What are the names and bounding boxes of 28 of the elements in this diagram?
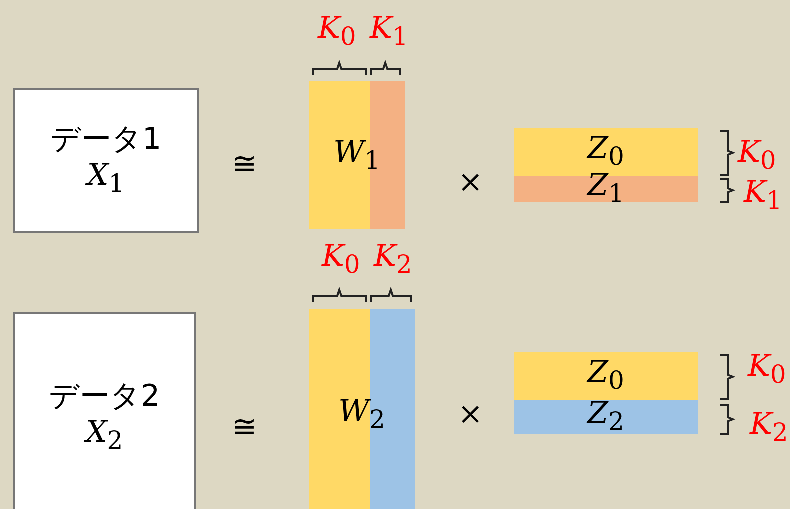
dimension-label: K$_{0}$ (748, 352, 786, 387)
matrix-block (309, 81, 405, 229)
matrix-symbol: W$_{2}$ (338, 394, 386, 434)
matrix-symbol: Z$_{0}$ (588, 359, 624, 393)
matrix-symbol: X$_{1}$ (87, 158, 125, 199)
dimension-label: K$_{1}$ (370, 14, 408, 49)
dimension-label: K$_{1}$ (744, 178, 782, 213)
dimension-label: K$_{2}$ (374, 242, 412, 277)
operator-symbol: ≅ (232, 150, 257, 180)
dimension-label: K$_{0}$ (318, 14, 356, 49)
matrix-block (309, 309, 415, 509)
matrix-symbol: Z$_{2}$ (588, 400, 624, 434)
matrix-row-block (514, 400, 698, 434)
matrix-symbol: Z$_{1}$ (588, 172, 624, 206)
dimension-label: K$_{0}$ (322, 242, 360, 277)
data-box (13, 312, 196, 509)
dimension-label: K$_{0}$ (738, 138, 776, 173)
matrix-row-block (514, 352, 698, 400)
operator-symbol: ≅ (232, 413, 257, 443)
box-title: データ1 (50, 122, 162, 158)
dimension-label: K$_{2}$ (750, 410, 788, 445)
operator-symbol: × (458, 400, 484, 430)
matrix-symbol: X$_{2}$ (86, 414, 124, 456)
box-title: データ2 (48, 378, 160, 414)
matrix-symbol: W$_{1}$ (334, 134, 380, 176)
operator-symbol: × (458, 168, 484, 198)
matrix-symbol: Z$_{0}$ (588, 135, 624, 169)
data-box (13, 88, 199, 233)
